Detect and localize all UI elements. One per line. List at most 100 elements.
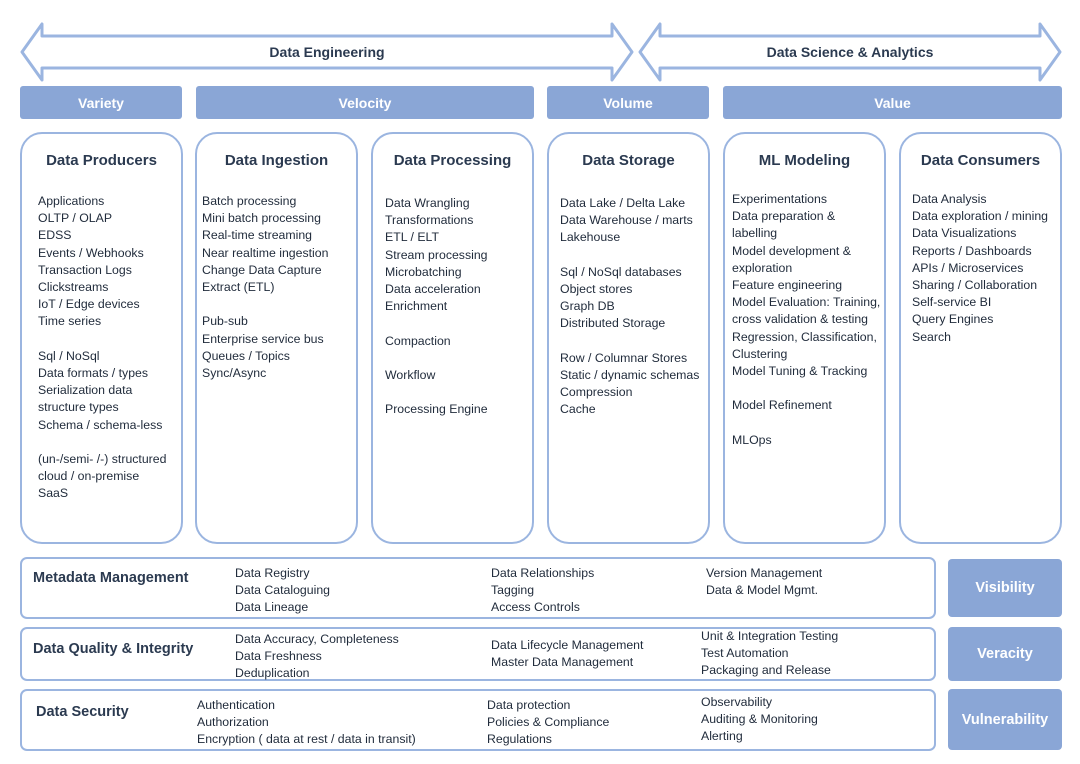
list-item: Stream processing bbox=[385, 247, 488, 262]
list-item: IoT / Edge devices bbox=[38, 297, 140, 312]
list-item: Compaction bbox=[385, 333, 451, 348]
list-item: Enrichment bbox=[385, 299, 448, 314]
list-item: Regression, Classification, bbox=[732, 329, 877, 344]
list-item: Data Lake / Delta Lake bbox=[560, 196, 686, 210]
list-item: Workflow bbox=[385, 368, 436, 382]
top-banner-arrows bbox=[20, 22, 1062, 82]
list-item: Deduplication bbox=[235, 666, 310, 681]
list-item: Data formats / types bbox=[38, 366, 149, 381]
column-title: Data Storage bbox=[582, 152, 675, 169]
row-title: Data Quality & Integrity bbox=[33, 641, 194, 657]
list-item: Change Data Capture bbox=[202, 262, 322, 277]
list-item: Data & Model Mgmt. bbox=[706, 583, 819, 598]
row-title: Data Security bbox=[36, 704, 129, 720]
spacer bbox=[560, 247, 702, 264]
list-item: Data Accuracy, Completeness bbox=[235, 632, 399, 646]
column-title: Data Ingestion bbox=[224, 152, 329, 169]
column-title: ML Modeling bbox=[758, 152, 851, 169]
list-item: Data Registry bbox=[235, 566, 310, 580]
list-item: Model development & bbox=[732, 243, 851, 258]
list-item: Time series bbox=[38, 314, 102, 329]
vulnerability-pill: Vulnerability bbox=[948, 689, 1062, 750]
list-item: Graph DB bbox=[560, 299, 615, 314]
spacer bbox=[732, 380, 878, 397]
list-item: Observability bbox=[701, 695, 773, 709]
row-data-quality: Data Quality & Integrity Data Accuracy, … bbox=[20, 627, 936, 681]
list-item: Data Cataloguing bbox=[235, 583, 331, 598]
list-item: OLTP / OLAP bbox=[38, 211, 113, 226]
list-item: cloud / on-premise bbox=[38, 469, 140, 484]
list-item: Data Visualizations bbox=[912, 226, 1017, 241]
list-item: Data protection bbox=[487, 698, 571, 712]
list-item: Reports / Dashboards bbox=[912, 243, 1032, 258]
list-item: Model Tuning & Tracking bbox=[732, 364, 868, 379]
list-item: Extract (ETL) bbox=[202, 280, 275, 295]
list-item: Master Data Management bbox=[491, 655, 634, 670]
data-engineering-arrow bbox=[20, 22, 634, 82]
column-title: Data Producers bbox=[46, 152, 157, 169]
list-item: Data acceleration bbox=[385, 282, 481, 297]
list-item: Sharing / Collaboration bbox=[912, 278, 1038, 293]
list-item: Distributed Storage bbox=[560, 316, 666, 331]
list-item: Real-time streaming bbox=[202, 228, 313, 243]
list-item: Transformations bbox=[385, 213, 474, 228]
list-item: Object stores bbox=[560, 282, 633, 296]
list-item: Data Warehouse / marts bbox=[560, 213, 693, 228]
list-item: Static / dynamic schemas bbox=[560, 368, 700, 382]
list-item: Data Freshness bbox=[235, 649, 322, 664]
list-item: Queues / Topics bbox=[202, 348, 290, 363]
row-title: Metadata Management bbox=[33, 570, 189, 586]
list-item: Access Controls bbox=[491, 600, 580, 615]
list-item: Data Wrangling bbox=[385, 196, 470, 210]
data-engineering-label: Data Engineering bbox=[269, 44, 385, 60]
list-item: Tagging bbox=[491, 583, 535, 598]
list-item: Data preparation & bbox=[732, 209, 836, 224]
list-item: Authentication bbox=[197, 698, 275, 712]
velocity-bar: Velocity bbox=[196, 86, 534, 119]
list-item: Near realtime ingestion bbox=[202, 245, 329, 260]
list-item: Packaging and Release bbox=[701, 663, 831, 678]
list-item: Data Relationships bbox=[491, 566, 595, 580]
list-item: Data exploration / mining bbox=[912, 209, 1049, 224]
list-item: EDSS bbox=[38, 228, 72, 243]
list-item: Sql / NoSql databases bbox=[560, 264, 682, 279]
list-item: APIs / Microservices bbox=[912, 260, 1024, 275]
spacer bbox=[385, 350, 526, 367]
list-item: Clickstreams bbox=[38, 280, 109, 295]
list-item: Events / Webhooks bbox=[38, 245, 144, 260]
list-item: Search bbox=[912, 329, 951, 344]
visibility-pill: Visibility bbox=[948, 559, 1062, 617]
list-item: Pub-sub bbox=[202, 314, 248, 329]
list-item: Self-service BI bbox=[912, 295, 992, 310]
list-item: Batch processing bbox=[202, 194, 297, 208]
spacer bbox=[560, 333, 702, 350]
list-item: Authorization bbox=[197, 715, 269, 730]
spacer bbox=[202, 296, 350, 313]
list-item: Data Lineage bbox=[235, 600, 309, 615]
list-item: Mini batch processing bbox=[202, 211, 321, 226]
column-title: Data Consumers bbox=[920, 152, 1041, 169]
list-item: Data Analysis bbox=[912, 192, 987, 206]
list-item: Clustering bbox=[732, 346, 788, 361]
list-item: (un-/semi- /-) structured bbox=[38, 452, 167, 467]
list-item: Experimentations bbox=[732, 192, 828, 206]
list-item: Microbatching bbox=[385, 264, 462, 279]
spacer bbox=[732, 415, 878, 432]
list-item: SaaS bbox=[38, 486, 69, 501]
list-item: Feature engineering bbox=[732, 278, 843, 293]
list-item: Cache bbox=[560, 402, 596, 417]
